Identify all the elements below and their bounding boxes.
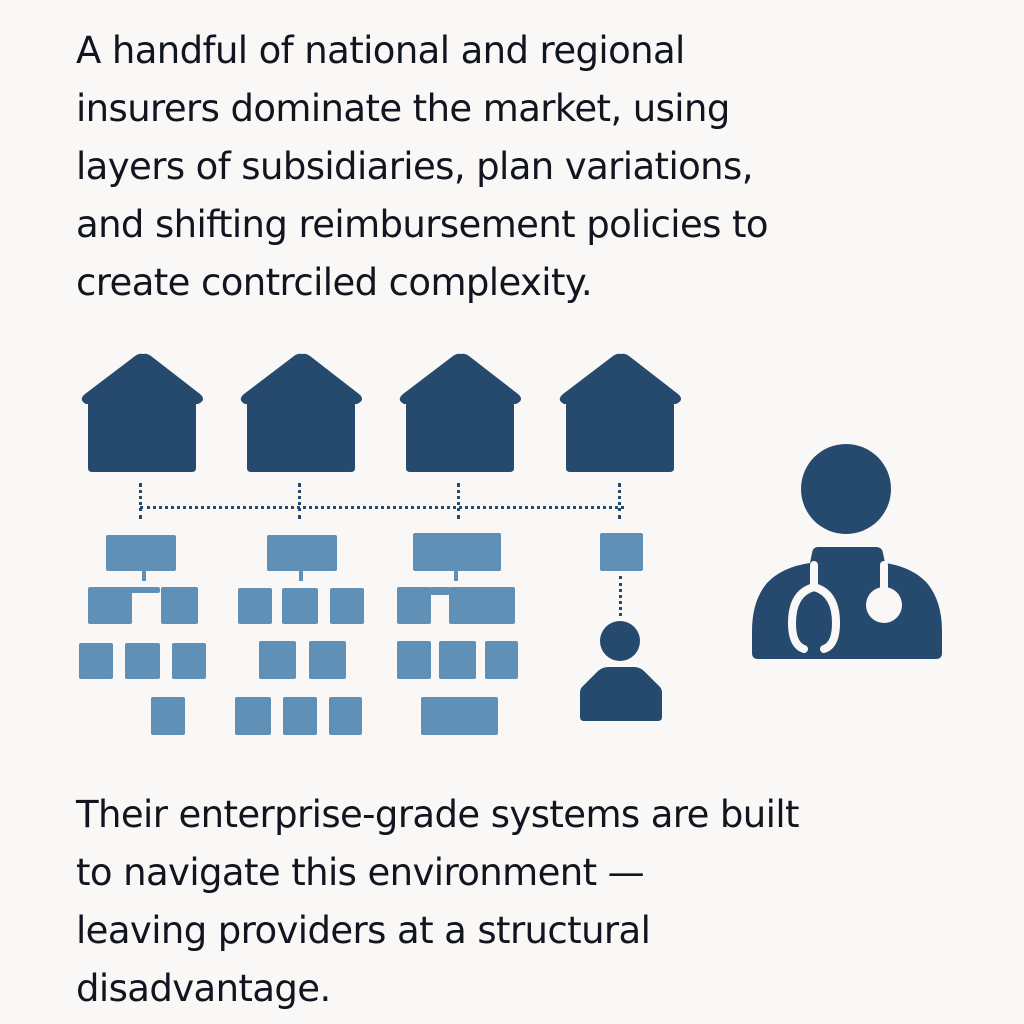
subsidiary-box xyxy=(485,641,518,679)
subsidiary-box xyxy=(106,535,176,571)
subsidiary-box xyxy=(282,588,318,624)
dotted-connector xyxy=(140,506,624,509)
intro-line: A handful of national and regional xyxy=(76,29,685,72)
subsidiary-box xyxy=(397,587,431,624)
subsidiary-box xyxy=(449,587,515,624)
subsidiary-box xyxy=(88,587,132,624)
subsidiary-box xyxy=(283,697,317,735)
subsidiary-box xyxy=(600,533,643,571)
subsidiary-box xyxy=(238,588,272,624)
intro-line: layers of subsidiaries, plan variations, xyxy=(76,145,753,188)
conclusion-line: Their enterprise-grade systems are built xyxy=(76,793,800,836)
subsidiary-box xyxy=(235,697,271,735)
subsidiary-box xyxy=(413,533,501,571)
subsidiary-box xyxy=(430,587,450,595)
subsidiary-box xyxy=(259,641,296,679)
doctor-stethoscope-icon xyxy=(752,444,942,659)
conclusion-line: leaving providers at a structural xyxy=(76,909,651,952)
subsidiary-box xyxy=(309,641,346,679)
dotted-connector xyxy=(618,483,621,519)
subsidiary-box xyxy=(267,535,337,571)
intro-line: and shifting reimbursement policies to xyxy=(76,203,768,246)
subsidiary-box xyxy=(172,643,206,679)
tree-stem xyxy=(299,571,303,581)
subsidiary-box xyxy=(151,697,185,735)
house-icon xyxy=(559,353,682,472)
dotted-connector xyxy=(139,483,142,519)
house-icon xyxy=(240,353,363,472)
dotted-connector xyxy=(619,576,622,616)
person-icon xyxy=(580,621,662,721)
subsidiary-box xyxy=(125,643,160,679)
subsidiary-box xyxy=(439,641,476,679)
intro-line: insurers dominate the market, using xyxy=(76,87,730,130)
house-icon xyxy=(81,353,204,472)
intro-paragraph: A handful of national and regional insur… xyxy=(76,22,768,312)
subsidiary-box xyxy=(397,641,431,679)
house-icon xyxy=(399,353,522,472)
subsidiary-box xyxy=(329,697,362,735)
subsidiary-box xyxy=(79,643,113,679)
conclusion-line: to navigate this environment — xyxy=(76,851,645,894)
subsidiary-box xyxy=(161,587,198,624)
conclusion-line: disadvantage. xyxy=(76,967,331,1010)
dotted-connector xyxy=(457,483,460,519)
conclusion-paragraph: Their enterprise-grade systems are built… xyxy=(76,786,800,1018)
tree-stem xyxy=(454,571,458,581)
subsidiary-box xyxy=(421,697,498,735)
subsidiary-box xyxy=(130,587,160,593)
dotted-connector xyxy=(298,483,301,519)
intro-line: create contrciled complexity. xyxy=(76,261,593,304)
tree-stem xyxy=(142,571,146,581)
subsidiary-box xyxy=(330,588,364,624)
